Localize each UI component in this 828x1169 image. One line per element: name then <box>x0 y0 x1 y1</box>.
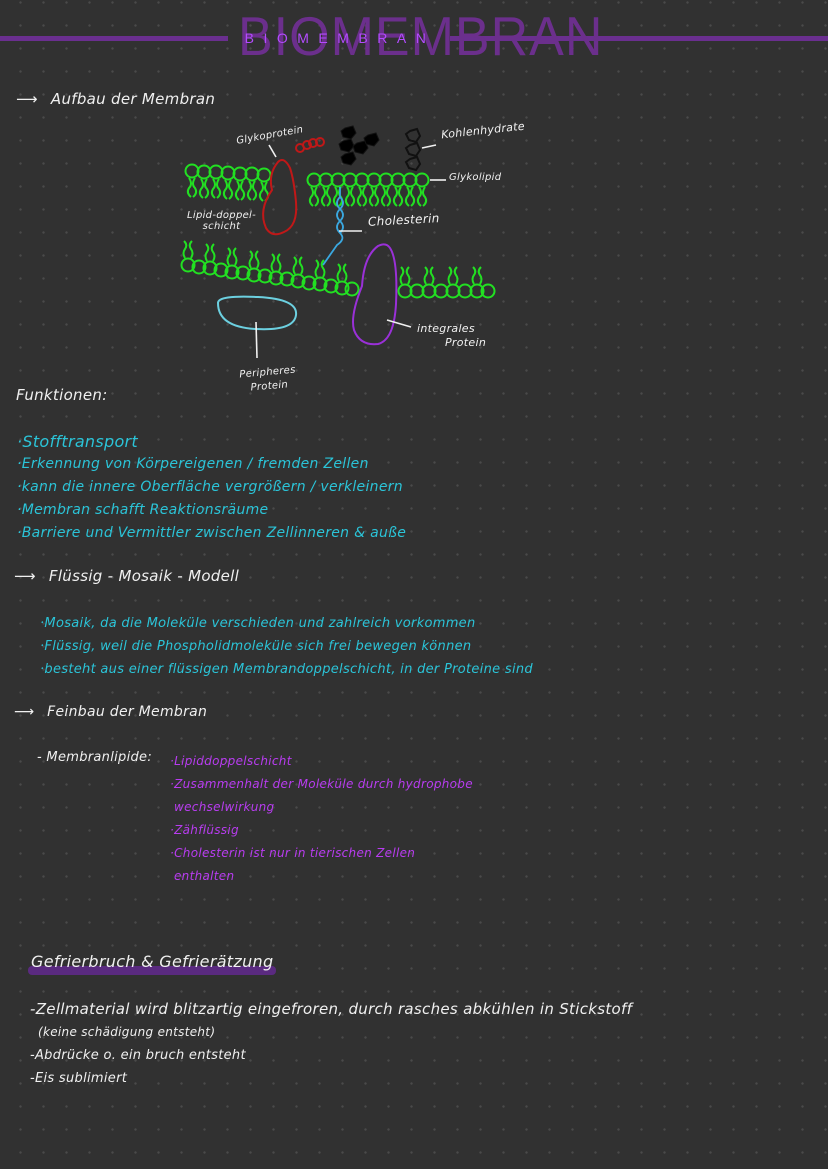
gefrier-list: -Zellmaterial wird blitzartig eingefrore… <box>30 998 632 1090</box>
peripheral-protein-shape <box>216 295 298 331</box>
list-item: wechselwirkung <box>174 800 275 814</box>
list-item: (keine schädigung entsteht) <box>38 1025 216 1039</box>
lipid-upper-right <box>306 172 430 207</box>
glykoprotein-shape <box>262 137 325 236</box>
carbohydrate-black <box>338 125 380 166</box>
list-item: ·Zusammenhalt der Moleküle durch hydroph… <box>170 777 473 791</box>
section-feinbau-heading: ⟶ Feinbau der Membran <box>14 704 207 720</box>
lipid-lower-right <box>397 266 496 299</box>
header-rule-right <box>450 36 828 41</box>
lipid-upper-left <box>184 163 272 202</box>
lipid-lower-left <box>180 240 360 297</box>
section-fluessig-heading: ⟶ Flüssig - Mosaik - Modell <box>14 567 239 585</box>
list-item: ·kann die innere Oberfläche vergrößern /… <box>17 479 403 495</box>
label-lipid-line1: Lipid-doppel- <box>187 210 257 221</box>
section-aufbau-heading: ⟶ Aufbau der Membran <box>16 90 215 108</box>
heading-text: Flüssig - Mosaik - Modell <box>48 567 240 585</box>
heading-text: Aufbau der Membran <box>50 90 216 108</box>
membrane-diagram: Glykoprotein Kohlenhydrate Glykolipid Li… <box>0 0 828 420</box>
list-item: ·Erkennung von Körpereigenen / fremden Z… <box>17 456 369 472</box>
list-item: -Zellmaterial wird blitzartig eingefrore… <box>30 1000 633 1018</box>
label-lipid-doppelschicht: Lipid-doppel- schicht <box>187 210 256 232</box>
list-item: enthalten <box>174 869 235 883</box>
list-item: ·Mosaik, da die Moleküle verschieden und… <box>40 616 476 631</box>
membrane-diagram-svg <box>180 125 496 359</box>
cholesterin-shape <box>322 187 344 266</box>
heading-text: Feinbau der Membran <box>47 704 208 720</box>
list-item: ·Lipiddoppelschicht <box>170 754 292 768</box>
list-item: -Eis sublimiert <box>30 1071 128 1086</box>
fluessig-list: ·Mosaik, da die Moleküle verschieden und… <box>40 612 533 681</box>
list-item: -Abdrücke o. ein bruch entsteht <box>30 1048 246 1063</box>
label-integrales-line1: integrales <box>417 322 475 335</box>
membranlipide-label: - Membranlipide: <box>37 750 153 765</box>
arrow-right-icon: ⟶ <box>14 567 36 585</box>
gefrier-heading-highlight <box>28 966 276 975</box>
list-item: ·Zähflüssig <box>170 823 239 837</box>
arrow-right-icon: ⟶ <box>16 90 38 108</box>
header-rule-left <box>0 36 228 41</box>
carbohydrate-outline <box>404 127 422 172</box>
integral-protein-shape <box>352 243 398 346</box>
section-gefrier-heading: Gefrierbruch & Gefrierätzung <box>31 952 274 971</box>
label-pointers <box>255 144 446 359</box>
label-integrales-line2: Protein <box>445 336 487 349</box>
list-item: ·Cholesterin ist nur in tierischen Zelle… <box>170 846 416 860</box>
list-item: ·besteht aus einer flüssigen Membrandopp… <box>40 662 533 677</box>
list-item: ·Stofftransport <box>17 432 138 451</box>
membranlipide-list: ·Lipiddoppelschicht ·Zusammenhalt der Mo… <box>170 750 473 888</box>
funktionen-list: ·Stofftransport ·Erkennung von Körpereig… <box>17 430 406 545</box>
list-item: ·Barriere und Vermittler zwischen Zellin… <box>17 525 407 541</box>
list-item: ·Flüssig, weil die Phospholidmoleküle si… <box>40 639 472 654</box>
label-integrales-protein: integrales Protein <box>417 322 486 350</box>
page-title-overlay: BIOMEMBRAN <box>244 30 436 46</box>
arrow-right-icon: ⟶ <box>14 704 35 720</box>
list-item: ·Membran schafft Reaktionsräume <box>17 502 269 518</box>
label-peripheres-protein: Peripheres Protein <box>239 364 298 397</box>
label-glykolipid: Glykolipid <box>449 172 502 183</box>
label-lipid-line2: schicht <box>202 221 241 232</box>
section-funktionen-heading: Funktionen: <box>16 386 108 404</box>
